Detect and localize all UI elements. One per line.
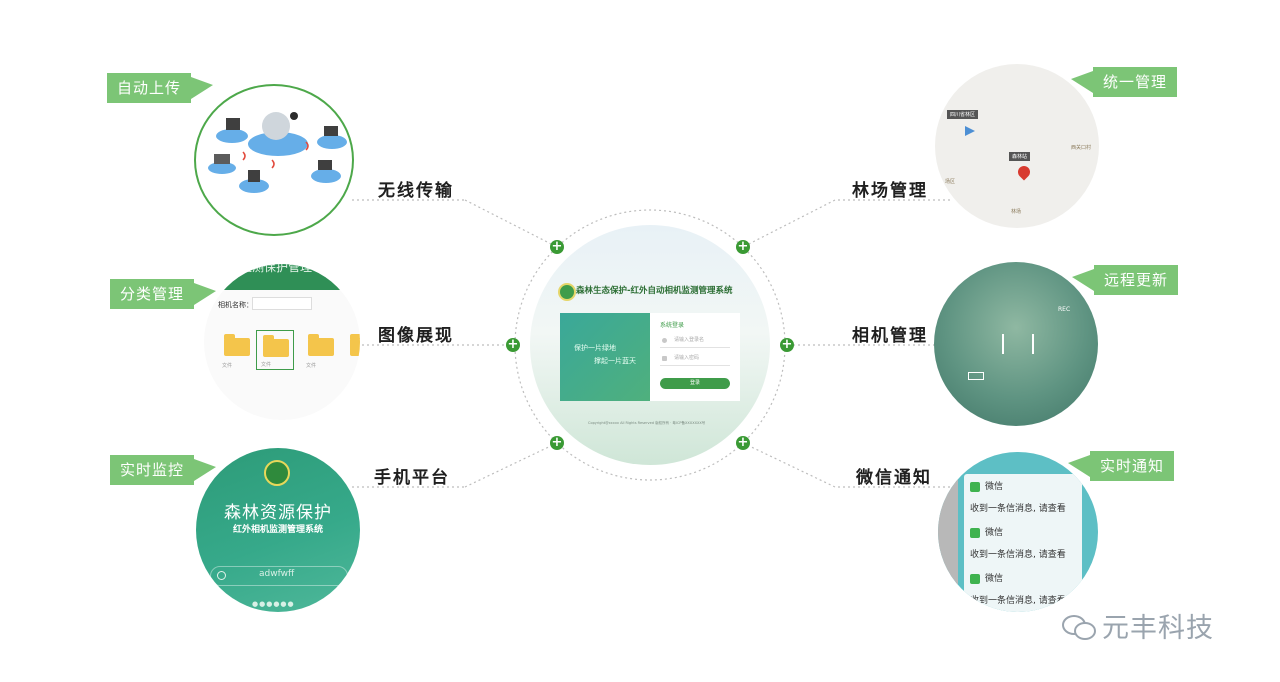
filter-input[interactable] [252, 297, 312, 310]
login-banner: 保护一片绿地 撑起一片蓝天 [560, 313, 650, 401]
watermark: 元丰科技 [1060, 606, 1214, 645]
folder-caption: 文件 [306, 363, 317, 369]
folder-4[interactable] [344, 334, 360, 374]
wechat-logo-icon [1060, 613, 1096, 640]
wireless-network-circle [194, 84, 354, 236]
folder-caption: 文件 [222, 363, 233, 369]
mobile-subtitle: 红外相机监测管理系统 [232, 525, 323, 535]
notifications: 微信 收到一条信消息, 请查看 微信 收到一条信消息, 请查看 微信 收到一条信… [958, 452, 1098, 612]
notification-text: 收到一条信消息, 请查看 [970, 504, 1066, 514]
forest-emblem-icon [264, 460, 290, 486]
user-icon [662, 338, 667, 343]
label-forest-farm-manage: 林场管理 [852, 181, 928, 201]
classify-header: 源监测保护管理 [204, 264, 360, 290]
label-image-display: 图像展现 [378, 326, 454, 346]
username-input[interactable]: 请输入登录名 [660, 335, 730, 348]
password-input[interactable]: 请输入密码 [660, 353, 730, 366]
wechat-icon [970, 528, 980, 538]
tag-remote-update: 远程更新 [1094, 265, 1179, 295]
flag-marker-icon [965, 126, 975, 136]
notification-app: 微信 [985, 574, 1004, 584]
plus-dot[interactable]: + [736, 239, 750, 254]
login-panel: 系统登录 请输入登录名 请输入密码 登录 [650, 313, 740, 401]
system-login-circle: 森林生态保护-红外自动相机监测管理系统 保护一片绿地 撑起一片蓝天 系统登录 请… [530, 225, 770, 465]
focus-frame [1002, 334, 1034, 354]
mobile-username-value: adwfwff [259, 569, 295, 579]
location-pin-icon [1015, 163, 1033, 181]
user-icon [217, 571, 226, 580]
rec-indicator: REC [1058, 306, 1071, 313]
folder-caption: 文件 [261, 362, 272, 368]
wechat-icon [970, 574, 980, 584]
classify-header-text: 源监测保护管理 [228, 264, 313, 274]
slogan-2: 撑起一片蓝天 [594, 357, 636, 365]
label-mobile-platform: 手机平台 [374, 468, 450, 488]
system-title: 森林生态保护-红外自动相机监测管理系统 [576, 286, 733, 296]
map-place-1: 西关口村 [1071, 145, 1092, 151]
folder-icon [350, 334, 360, 356]
classify-circle: 源监测保护管理 相机名称： 文件 文件 文件 [204, 264, 360, 420]
pager-dots: ●●●●●● [252, 600, 295, 608]
plus-dot[interactable]: + [550, 435, 564, 450]
map-place-2: 场区 [945, 179, 956, 185]
wechat-icon [970, 482, 980, 492]
tag-realtime-monitor: 实时监控 [110, 455, 195, 485]
label-wireless-transmission: 无线传输 [378, 181, 454, 201]
lock-icon [662, 356, 667, 361]
tag-realtime-notify: 实时通知 [1090, 451, 1175, 481]
marker-label-2: 森林站 [1009, 152, 1031, 161]
notification-2[interactable]: 微信 收到一条信消息, 请查看 [964, 520, 1082, 572]
notification-app: 微信 [985, 528, 1004, 538]
folder-1[interactable]: 文件 [218, 334, 254, 374]
tag-classify-manage: 分类管理 [110, 279, 195, 309]
network-diagram-illustration [208, 112, 347, 193]
folder-icon [263, 335, 289, 357]
notification-text: 收到一条信消息, 请查看 [970, 550, 1066, 560]
tag-auto-upload: 自动上传 [107, 73, 192, 103]
tag-unified-manage: 统一管理 [1093, 67, 1178, 97]
notification-3[interactable]: 微信 收到一条信消息, 请查看 [964, 566, 1082, 612]
marker-label-1: 四川省林区 [947, 110, 979, 119]
mobile-circle: 森林资源保护 红外相机监测管理系统 adwfwff ●●●●●● [196, 448, 360, 612]
password-placeholder: 请输入密码 [674, 355, 700, 361]
mobile-username-field[interactable]: adwfwff [210, 566, 348, 586]
label-wechat-notify: 微信通知 [856, 468, 932, 488]
watermark-text: 元丰科技 [1102, 613, 1214, 644]
notification-1[interactable]: 微信 收到一条信消息, 请查看 [964, 474, 1082, 526]
notification-app: 微信 [985, 482, 1004, 492]
folder-2[interactable]: 文件 [256, 330, 294, 370]
phone-edge [938, 452, 958, 612]
plus-dot[interactable]: + [780, 337, 794, 352]
battery-icon [968, 372, 984, 380]
plus-dot[interactable]: + [736, 435, 750, 450]
notification-text: 收到一条信消息, 请查看 [970, 596, 1066, 606]
map-place-3: 林场 [1011, 209, 1022, 215]
mobile-title: 森林资源保护 [224, 503, 332, 523]
login-button[interactable]: 登录 [660, 378, 730, 389]
system-footer: Copyright@xxxxx All Rights Reserved 版权所有… [588, 421, 706, 425]
satellite-dish-icon [262, 112, 290, 140]
slogan-1: 保护一片绿地 [574, 344, 616, 352]
folder-3[interactable]: 文件 [302, 334, 338, 374]
label-camera-manage: 相机管理 [852, 326, 928, 346]
plus-dot[interactable]: + [550, 239, 564, 254]
login-title: 系统登录 [660, 322, 685, 329]
system-logo-icon [558, 283, 576, 301]
username-placeholder: 请输入登录名 [674, 337, 705, 343]
plus-dot[interactable]: + [506, 337, 520, 352]
folder-icon [308, 334, 334, 356]
folder-icon [224, 334, 250, 356]
camera-view-circle: REC [934, 262, 1098, 426]
filter-label: 相机名称： [218, 301, 253, 309]
